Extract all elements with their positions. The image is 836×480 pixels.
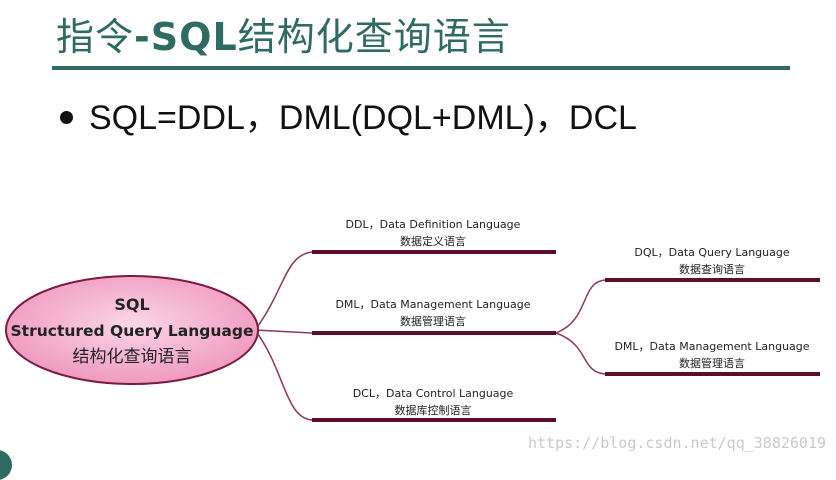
slide-title: 指令-SQL结构化查询语言: [56, 6, 511, 61]
bullet-text: SQL=DDL，DML(DQL+DML)，DCL: [89, 99, 637, 137]
title-underline: [52, 66, 790, 70]
branch-dml-zh: 数据管理语言: [400, 314, 466, 328]
sub-dql-en: DQL，Data Query Language: [634, 246, 789, 259]
bullet-line: SQL=DDL，DML(DQL+DML)，DCL: [60, 90, 637, 139]
connector-dml-sub: [555, 332, 606, 375]
branch-ddl-zh: 数据定义语言: [400, 234, 466, 248]
watermark: https://blog.csdn.net/qq_38826019: [527, 434, 826, 452]
sub-dql-zh: 数据查询语言: [679, 262, 745, 276]
root-line3: 结构化查询语言: [73, 347, 192, 367]
branch-dcl-en: DCL，Data Control Language: [353, 387, 514, 400]
title-prefix: 指令: [56, 15, 135, 59]
root-line2: Structured Query Language: [11, 322, 254, 340]
root-line1: SQL: [114, 295, 149, 314]
mindmap-diagram: SQL Structured Query Language 结构化查询语言 DD…: [5, 218, 820, 422]
root-node: [5, 275, 259, 385]
branch-dml-en: DML，Data Management Language: [335, 298, 530, 311]
bullet-dot-icon: [60, 110, 73, 124]
connector-dcl: [254, 329, 313, 421]
sub-dml-en: DML，Data Management Language: [614, 340, 809, 353]
branch-ddl-en: DDL，Data Definition Language: [346, 218, 521, 231]
connector-dml: [254, 329, 313, 334]
connector-dql-sub: [555, 279, 606, 334]
branch-dcl-zh: 数据库控制语言: [395, 403, 472, 417]
sub-dml-zh: 数据管理语言: [679, 356, 745, 370]
title-sql: -SQL: [134, 15, 238, 59]
connector-ddl: [254, 251, 313, 331]
title-suffix: 结构化查询语言: [237, 15, 511, 59]
